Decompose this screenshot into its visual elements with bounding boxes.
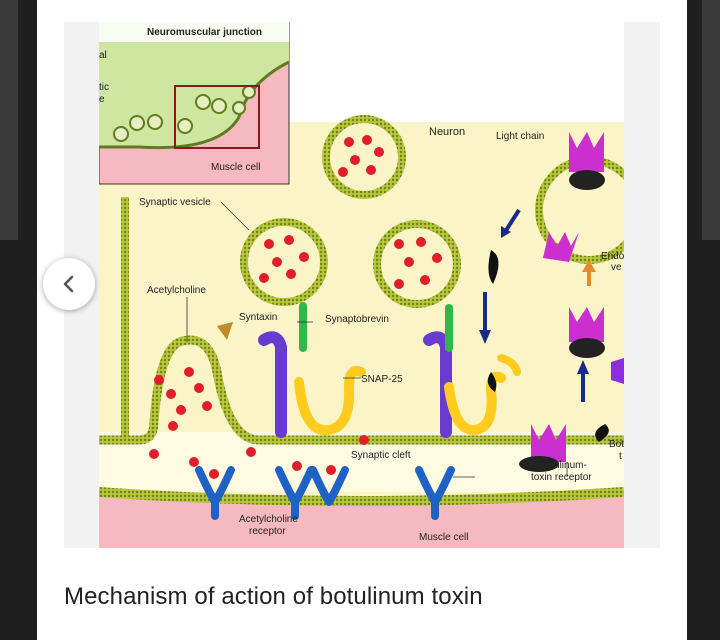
muscle-cell-bg — [99, 492, 624, 548]
background-strip-left — [0, 0, 18, 240]
acetylcholine-release — [149, 367, 369, 479]
image-caption: Mechanism of action of botulinum toxin — [64, 583, 483, 610]
inset-neuromuscular-junction: Neuromuscular junction al tic e Muscle c… — [99, 22, 290, 185]
leader-lines — [186, 201, 568, 478]
presynaptic-membrane — [99, 335, 624, 445]
label-muscle-cell: Muscle cell — [419, 532, 468, 543]
label-endo-bottom: ve — [611, 262, 622, 273]
label-synaptobrevin: Synaptobrevin — [325, 314, 389, 325]
image-card: Neuromuscular junction al tic e Muscle c… — [37, 0, 687, 640]
label-synaptic-vesicle: Synaptic vesicle — [139, 197, 211, 208]
synaptic-vesicle-2 — [373, 220, 461, 308]
label-light-chain: Light chain — [496, 131, 544, 142]
botulinum-toxin — [487, 132, 624, 472]
inset-cut-label-3: e — [99, 94, 105, 105]
label-snap25: SNAP-25 — [361, 374, 403, 385]
chevron-left-icon — [63, 275, 74, 293]
background-strip-right — [702, 0, 720, 240]
label-ach-receptor-top: Acetylcholine — [239, 514, 298, 525]
synaptic-vesicle-1 — [240, 218, 328, 306]
image-frame: Neuromuscular junction al tic e Muscle c… — [64, 22, 660, 548]
inset-title: Neuromuscular junction — [147, 27, 262, 38]
inset-muscle-label: Muscle cell — [211, 162, 260, 173]
label-receptor-top: Botulinum- — [539, 460, 587, 471]
label-receptor-bottom: toxin receptor — [531, 472, 592, 483]
synaptobrevin-protein — [299, 302, 453, 352]
previous-image-button[interactable] — [43, 258, 95, 310]
label-acetylcholine: Acetylcholine — [147, 285, 206, 296]
acetylcholine-receptors — [195, 466, 455, 520]
label-synaptic-cleft: Synaptic cleft — [351, 450, 411, 461]
botulinum-diagram: Neuromuscular junction al tic e Muscle c… — [99, 22, 624, 548]
label-bot-cut-bottom: t — [619, 451, 622, 462]
muscle-membrane — [99, 487, 624, 506]
inset-cut-label-1: al — [99, 50, 107, 61]
neuron-top-bg — [289, 22, 624, 122]
label-ach-receptor-bottom: receptor — [249, 526, 286, 537]
synaptic-vesicle-top — [322, 115, 406, 199]
label-syntaxin: Syntaxin — [239, 312, 277, 323]
inset-cut-label-2: tic — [99, 82, 109, 93]
label-endo-top: Endo — [601, 251, 624, 262]
label-neuron: Neuron — [429, 126, 465, 138]
process-arrows — [217, 208, 596, 402]
label-bot-cut-top: Bot — [609, 439, 624, 450]
